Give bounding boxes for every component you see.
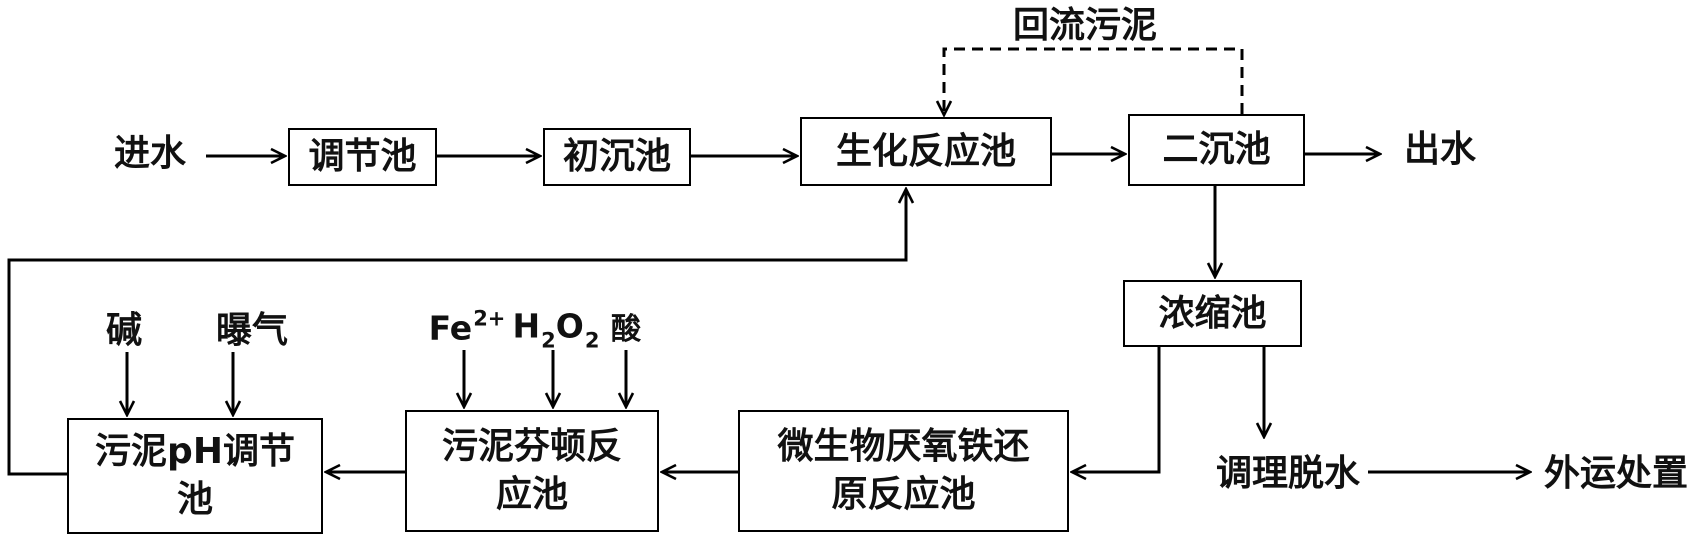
- alkali-label: 碱: [105, 310, 143, 351]
- arrow-ph-adjustment-return-to-biochemical: [7, 189, 906, 476]
- ferrous-ion-symbol: Fe: [428, 308, 473, 348]
- ferrous-ion-charge: 2+: [473, 306, 506, 331]
- node-microbial-tank-label-line2: 原反应池: [831, 474, 976, 515]
- node-secondary-settling-tank-label: 二沉池: [1162, 129, 1271, 170]
- node-secondary-settling-tank: 二沉池: [1128, 114, 1305, 186]
- node-sludge-fenton-reaction-tank: 污泥芬顿反 应池: [405, 410, 659, 532]
- hydrogen-peroxide-o-subscript: 2: [584, 328, 600, 353]
- node-microbial-tank-label-line1: 微生物厌氧铁还: [777, 426, 1030, 467]
- conditioning-dewatering-label: 调理脱水: [1215, 453, 1361, 494]
- hydrogen-peroxide-h-subscript: 2: [541, 328, 556, 353]
- node-thickening-tank: 浓缩池: [1123, 280, 1302, 347]
- ferrous-ion-label: Fe2+: [428, 308, 506, 348]
- node-microbial-anaerobic-iron-reduction-tank: 微生物厌氧铁还 原反应池: [738, 410, 1069, 532]
- node-thickening-tank-label: 浓缩池: [1158, 292, 1267, 334]
- node-biochemical-reaction-tank: 生化反应池: [800, 117, 1052, 186]
- node-primary-settling-tank-label: 初沉池: [562, 136, 671, 177]
- arrow-return-sludge-dashed: [944, 47, 1244, 115]
- hydrogen-peroxide-label: H2O2: [512, 306, 600, 352]
- node-regulating-tank-label: 调节池: [308, 136, 417, 177]
- node-primary-settling-tank: 初沉池: [543, 128, 691, 186]
- node-sludge-ph-adjustment-tank: 污泥pH调节 池: [67, 418, 323, 534]
- node-fenton-tank-label-line2: 应池: [495, 474, 568, 515]
- acid-label: 酸: [611, 312, 641, 347]
- node-ph-tank-label-line1: 污泥pH调节: [95, 431, 295, 472]
- return-sludge-label: 回流污泥: [1012, 5, 1158, 46]
- node-fenton-tank-label-line1: 污泥芬顿反: [441, 426, 622, 467]
- aeration-label: 曝气: [215, 310, 289, 351]
- node-regulating-tank: 调节池: [288, 128, 437, 186]
- node-biochemical-reaction-tank-label: 生化反应池: [835, 130, 1016, 172]
- arrow-thickening-to-microbial-tank: [1072, 347, 1161, 472]
- off-site-disposal-label: 外运处置: [1543, 453, 1689, 494]
- hydrogen-peroxide-h: H: [512, 306, 541, 346]
- hydrogen-peroxide-o: O: [555, 306, 584, 346]
- node-ph-tank-label-line2: 池: [176, 479, 213, 520]
- inflow-label: 进水: [113, 133, 187, 174]
- effluent-label: 出水: [1403, 129, 1477, 170]
